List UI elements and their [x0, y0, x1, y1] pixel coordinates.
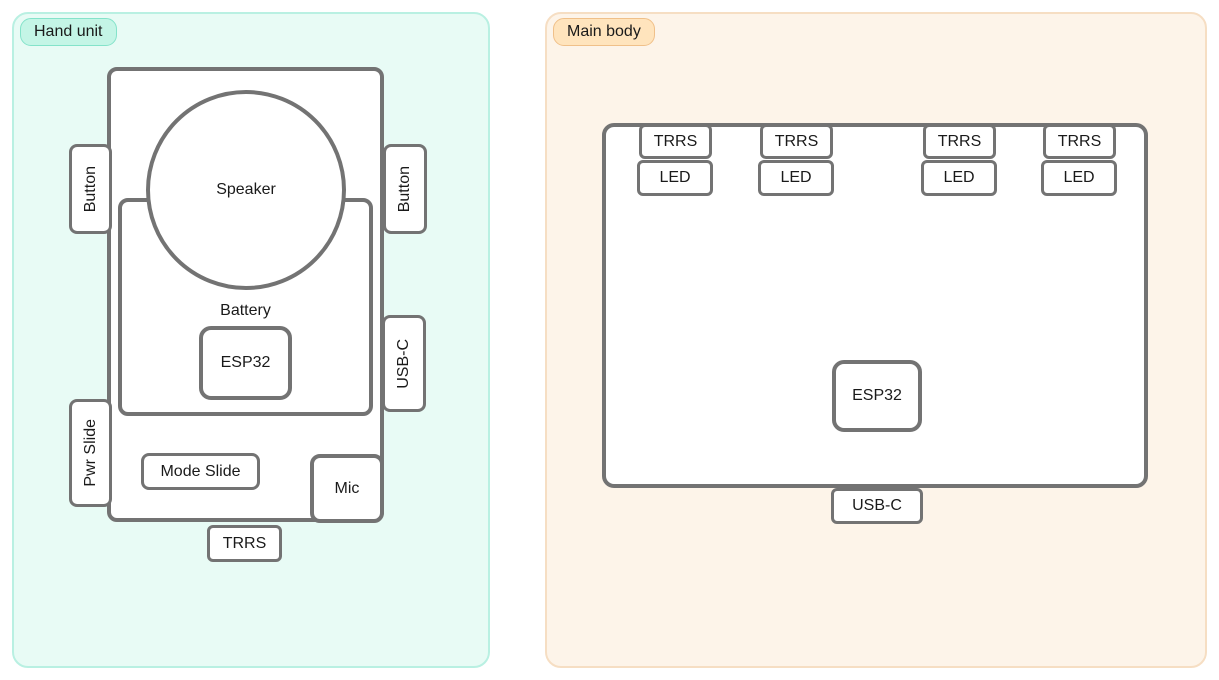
hand-unit-frame-label[interactable]: Hand unit — [20, 18, 117, 46]
mode-slide-label: Mode Slide — [160, 462, 241, 480]
trrs-jack-box[interactable]: TRRS — [639, 124, 712, 159]
trrs-jack-label: TRRS — [222, 534, 267, 552]
led-label: LED — [659, 169, 691, 186]
usb-c-port-box[interactable]: USB-C — [831, 488, 923, 524]
usb-c-port-label: USB-C — [852, 497, 902, 514]
trrs-jack-box[interactable]: TRRS — [760, 124, 833, 159]
mic-label: Mic — [334, 479, 360, 497]
led-box[interactable]: LED — [758, 160, 834, 196]
main-body-frame[interactable]: Main body TRRS TRRS TRRS TRRS LED LED LE… — [545, 12, 1207, 668]
button-left-box[interactable]: Button — [69, 144, 112, 234]
button-left-label: Button — [81, 165, 99, 213]
esp32-box[interactable]: ESP32 — [199, 326, 292, 400]
hand-unit-frame[interactable]: Hand unit Speaker Battery ESP32 Mode Sli… — [12, 12, 490, 668]
led-box[interactable]: LED — [921, 160, 997, 196]
mode-slide-box[interactable]: Mode Slide — [141, 453, 260, 490]
pwr-slide-label: Pwr Slide — [81, 419, 99, 487]
trrs-jack-box[interactable]: TRRS — [1043, 124, 1116, 159]
led-label: LED — [943, 169, 975, 186]
led-box[interactable]: LED — [637, 160, 713, 196]
mic-box[interactable]: Mic — [310, 454, 384, 523]
trrs-jack-box[interactable]: TRRS — [923, 124, 996, 159]
trrs-jack-label: TRRS — [1057, 132, 1102, 150]
trrs-jack-label: TRRS — [653, 132, 698, 150]
speaker-label: Speaker — [216, 181, 276, 198]
pwr-slide-box[interactable]: Pwr Slide — [69, 399, 112, 507]
speaker-circle[interactable]: Speaker — [146, 90, 346, 290]
button-right-box[interactable]: Button — [383, 144, 427, 234]
usb-c-port-label: USB-C — [395, 338, 412, 389]
esp32-box[interactable]: ESP32 — [832, 360, 922, 432]
battery-label: Battery — [220, 302, 271, 319]
trrs-jack-label: TRRS — [774, 132, 819, 150]
led-label: LED — [1063, 169, 1095, 186]
esp32-label: ESP32 — [852, 387, 902, 404]
button-right-label: Button — [396, 165, 413, 213]
usb-c-port-box[interactable]: USB-C — [382, 315, 426, 412]
led-box[interactable]: LED — [1041, 160, 1117, 196]
trrs-jack-label: TRRS — [937, 132, 982, 150]
led-label: LED — [780, 169, 812, 186]
main-body-frame-label[interactable]: Main body — [553, 18, 655, 46]
trrs-jack-box[interactable]: TRRS — [207, 525, 282, 562]
esp32-label: ESP32 — [220, 354, 271, 371]
